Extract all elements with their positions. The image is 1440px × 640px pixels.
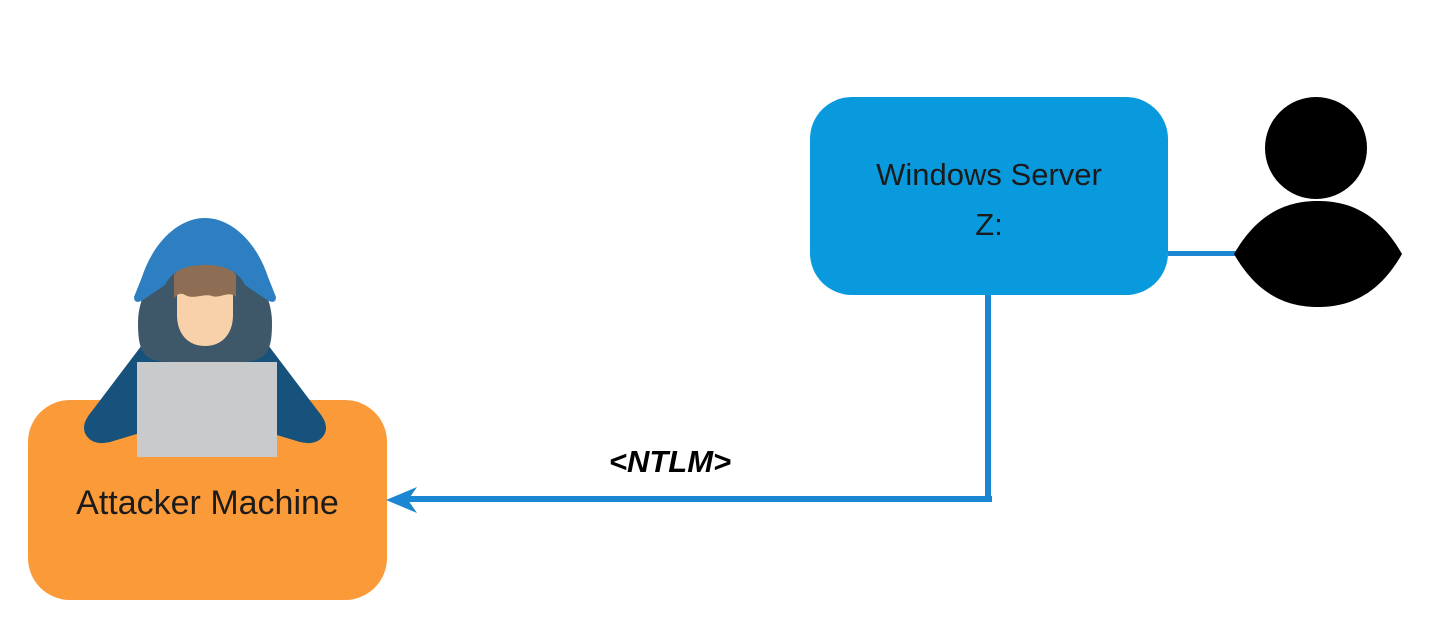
ntlm-edge-horizontal-line (404, 496, 992, 502)
server-node-label: Windows Server Z: (876, 150, 1102, 250)
server-node-label-line1: Windows Server (876, 157, 1102, 192)
ntlm-edge-label: <NTLM> (608, 444, 732, 479)
ntlm-edge-vertical-line (985, 295, 991, 502)
user-connector-line (1168, 251, 1240, 256)
hacker-icon (84, 218, 326, 457)
server-node: Windows Server Z: (810, 97, 1168, 295)
user-icon (1234, 97, 1402, 307)
attacker-node-label: Attacker Machine (76, 484, 339, 522)
server-node-label-line2: Z: (975, 207, 1003, 242)
arrowhead-icon (386, 487, 417, 513)
